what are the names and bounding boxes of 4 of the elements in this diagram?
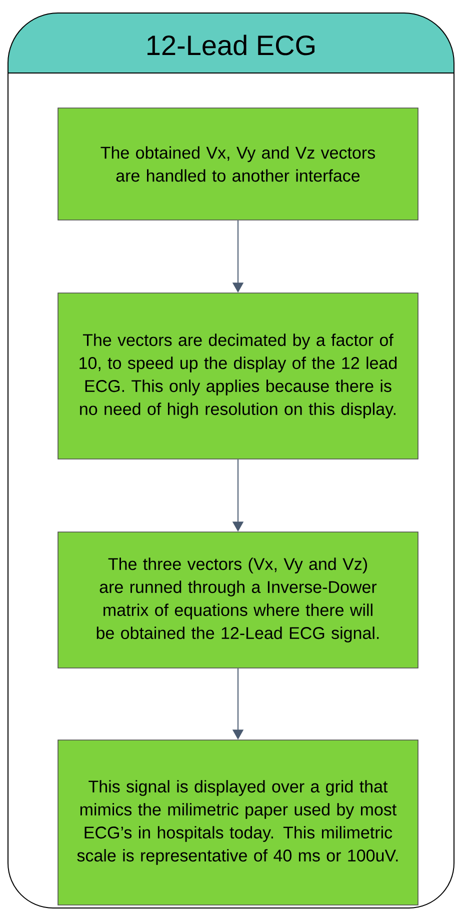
process-box: The three vectors (Vx, Vy and Vz) are runned through a Inverse-Dower matrix of equations where there will be obtained the 12-Lead ECG signal. — [58, 532, 418, 668]
process-box: This signal is displayed over a grid that mimics the milimetric paper used by most ECG’s in hospitals today. This milimetric scale is representative of 40 ms or 100uV. — [58, 740, 418, 906]
process-box: The vectors are decimated by a factor of 10, to speed up the display of the 12 lead ECG. This only applies because there is no need of high resolution on this display. — [58, 292, 418, 460]
process-box: The obtained Vx, Vy and Vz vectors are handled to another interface — [58, 108, 418, 220]
